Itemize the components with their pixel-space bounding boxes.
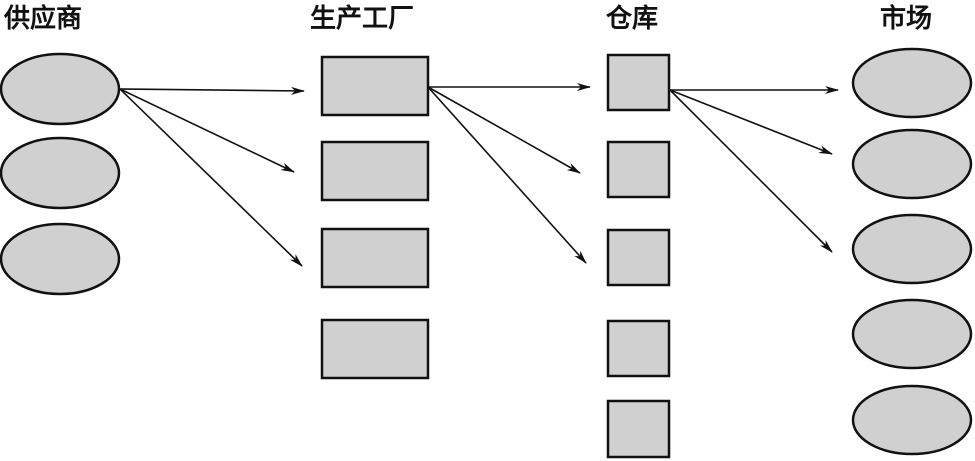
- supplier-node: [0, 136, 121, 210]
- label-markets: 市场: [880, 3, 932, 34]
- warehouse-node: [606, 140, 671, 199]
- label-suppliers: 供应商: [3, 3, 82, 34]
- factory-node: [320, 140, 430, 202]
- warehouse-node: [606, 319, 671, 378]
- label-warehouses: 仓库: [605, 3, 658, 34]
- market-node: [851, 128, 973, 200]
- factory-node: [320, 55, 430, 117]
- supplier-to-factory-arrows: [119, 86, 305, 267]
- market-nodes: [851, 47, 973, 456]
- supplier-nodes: [0, 52, 121, 296]
- warehouse-node: [606, 53, 671, 112]
- warehouse-nodes: [606, 53, 671, 459]
- warehouse-node: [606, 399, 671, 459]
- warehouse-node: [606, 228, 671, 287]
- supplier-node: [0, 222, 121, 296]
- label-factories: 生产工厂: [310, 4, 414, 34]
- flow-arrow: [119, 88, 303, 267]
- flow-arrow: [119, 88, 295, 173]
- supplier-node: [0, 52, 121, 126]
- factory-nodes: [320, 55, 430, 380]
- market-node: [851, 298, 973, 370]
- market-node: [851, 47, 973, 119]
- flow-arrow: [669, 89, 833, 155]
- flow-arrow: [427, 86, 587, 264]
- factory-node: [320, 227, 430, 289]
- flow-arrow: [119, 86, 305, 95]
- warehouse-to-market-arrows: [669, 86, 839, 253]
- market-node: [851, 384, 973, 456]
- market-node: [851, 213, 973, 285]
- factory-to-warehouse-arrows: [427, 83, 591, 264]
- factory-node: [320, 318, 430, 380]
- flow-arrow: [669, 89, 833, 253]
- flow-arrow: [427, 86, 581, 174]
